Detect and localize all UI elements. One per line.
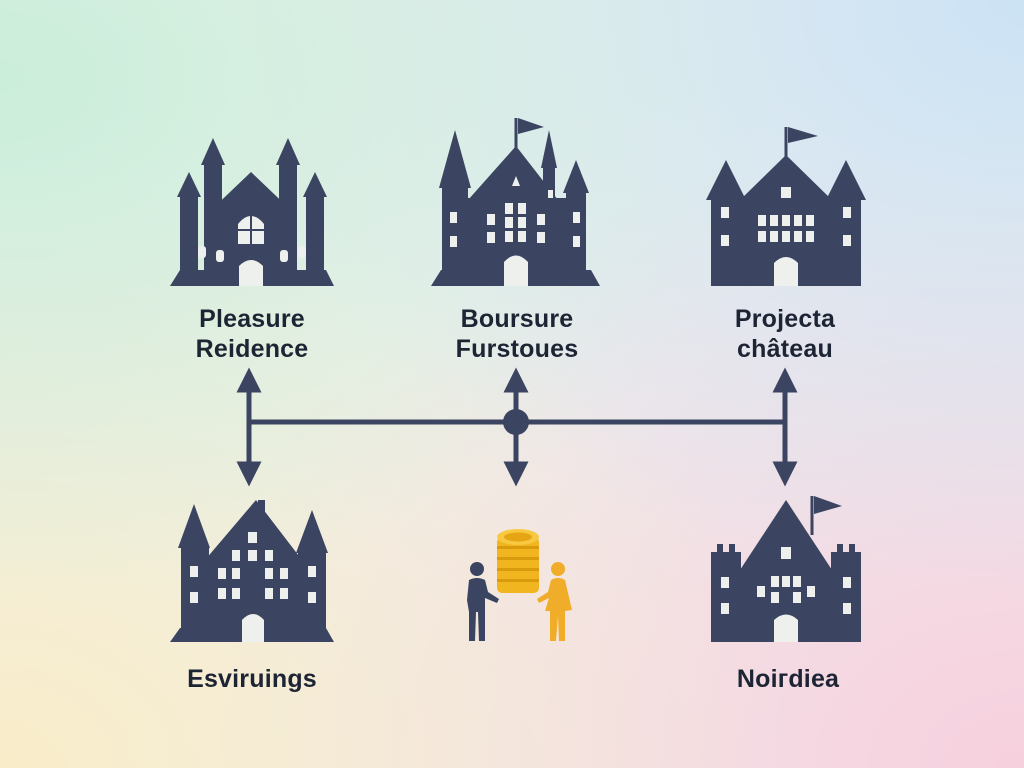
node-label-line: château (737, 335, 833, 363)
castle-icon (431, 118, 600, 286)
node-label-pleasure: Pleasure Reidence (150, 304, 354, 364)
node-label-projecta: Projecta château (683, 304, 887, 364)
node-label-line: Furstoues (455, 335, 579, 363)
person-icon (467, 562, 499, 641)
hub-node (503, 409, 529, 435)
castle-icon (170, 500, 334, 642)
person-icon (537, 562, 572, 641)
node-label-esviruings: Esviruings (150, 664, 354, 694)
node-label-line: Reidence (195, 335, 309, 363)
node-label-line: Noiгdiea (736, 665, 840, 693)
coin-stack-icon (497, 529, 539, 593)
castle-icon (706, 127, 866, 286)
node-label-line: Projecta (734, 305, 836, 333)
node-label-noirdiea: Noiгdiea (686, 664, 890, 694)
node-label-line: Esviruings (187, 665, 317, 693)
castle-icon (170, 138, 334, 286)
node-label-line: Pleasure (199, 305, 305, 333)
castle-icon (711, 496, 861, 642)
coin-exchange-icon (467, 529, 572, 641)
node-label-line: Boursure (460, 305, 574, 333)
node-label-boursure: Boursure Furstoues (415, 304, 619, 364)
